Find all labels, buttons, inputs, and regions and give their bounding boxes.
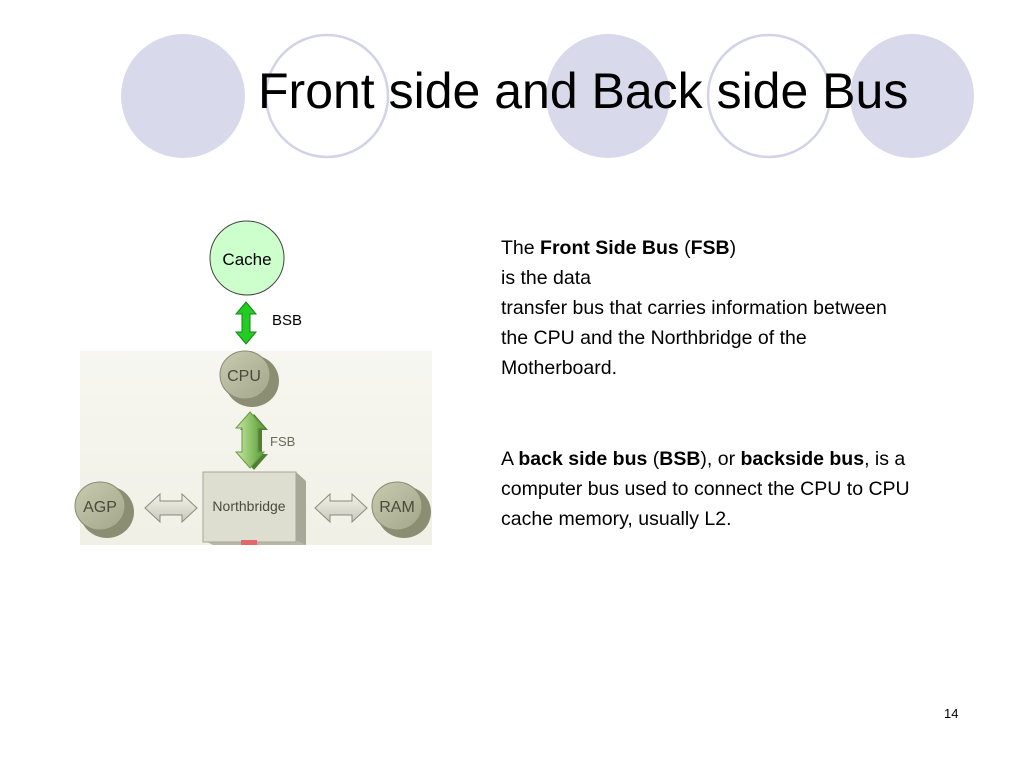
deco-circle-outline	[264, 33, 390, 159]
bsb-arrow	[234, 301, 258, 345]
agp-northbridge-arrow	[144, 492, 198, 524]
fsb-description: The Front Side Bus (FSB) is the data tra…	[501, 233, 1001, 383]
fsb-description-line: The Front Side Bus (FSB)	[501, 233, 1001, 263]
bsb-description-line: A back side bus (BSB), or backside bus, …	[501, 444, 1001, 474]
deco-circle-outline	[706, 33, 832, 159]
cache-node	[209, 220, 285, 296]
bsb-term: back side bus	[518, 448, 648, 470]
text-segment: (	[647, 448, 660, 470]
cpu-label: CPU	[227, 368, 261, 385]
bsb-description-line: cache memory, usually L2.	[501, 508, 732, 530]
text-segment: ), or	[700, 448, 741, 470]
text-segment: The	[501, 237, 541, 259]
northbridge-box-side	[296, 472, 306, 545]
bsb-abbreviation: BSB	[659, 448, 701, 470]
slide-title: Front side and Back side Bus	[258, 63, 909, 119]
text-segment: A	[501, 448, 519, 470]
deco-circle-filled	[850, 34, 974, 158]
fsb-abbreviation: FSB	[690, 237, 730, 259]
fsb-description-line: the CPU and the Northbridge of the	[501, 327, 807, 349]
northbridge-box	[202, 471, 297, 543]
bsb-label: BSB	[272, 312, 302, 329]
agp-label: AGP	[83, 499, 117, 516]
cache-label: Cache	[222, 250, 271, 269]
text-segment: (	[678, 237, 691, 259]
ram-label: RAM	[379, 499, 415, 516]
ram-node	[371, 481, 423, 531]
fsb-description-line: transfer bus that carries information be…	[501, 297, 887, 319]
fsb-label: FSB	[270, 434, 295, 449]
text-segment: )	[729, 237, 737, 259]
page-number: 14	[944, 706, 959, 721]
bsb-description-line: computer bus used to connect the CPU to …	[501, 478, 910, 500]
text-segment: , is a	[864, 448, 906, 470]
fsb-description-line: Motherboard.	[501, 357, 617, 379]
northbridge-label: Northbridge	[212, 498, 285, 514]
fsb-description-line: is the data	[501, 267, 591, 289]
bsb-description: A back side bus (BSB), or backside bus, …	[501, 444, 1001, 534]
agp-node	[74, 481, 126, 531]
fsb-arrow	[234, 411, 266, 469]
cpu-node	[219, 350, 271, 400]
deco-circle-filled	[546, 34, 670, 158]
header-decoration	[121, 33, 974, 159]
northbridge-ram-arrow	[314, 492, 368, 524]
deco-circle-filled	[121, 34, 245, 158]
fsb-term: Front Side Bus	[540, 237, 679, 259]
backside-bus-term: backside bus	[740, 448, 865, 470]
southbridge-link	[241, 540, 257, 545]
